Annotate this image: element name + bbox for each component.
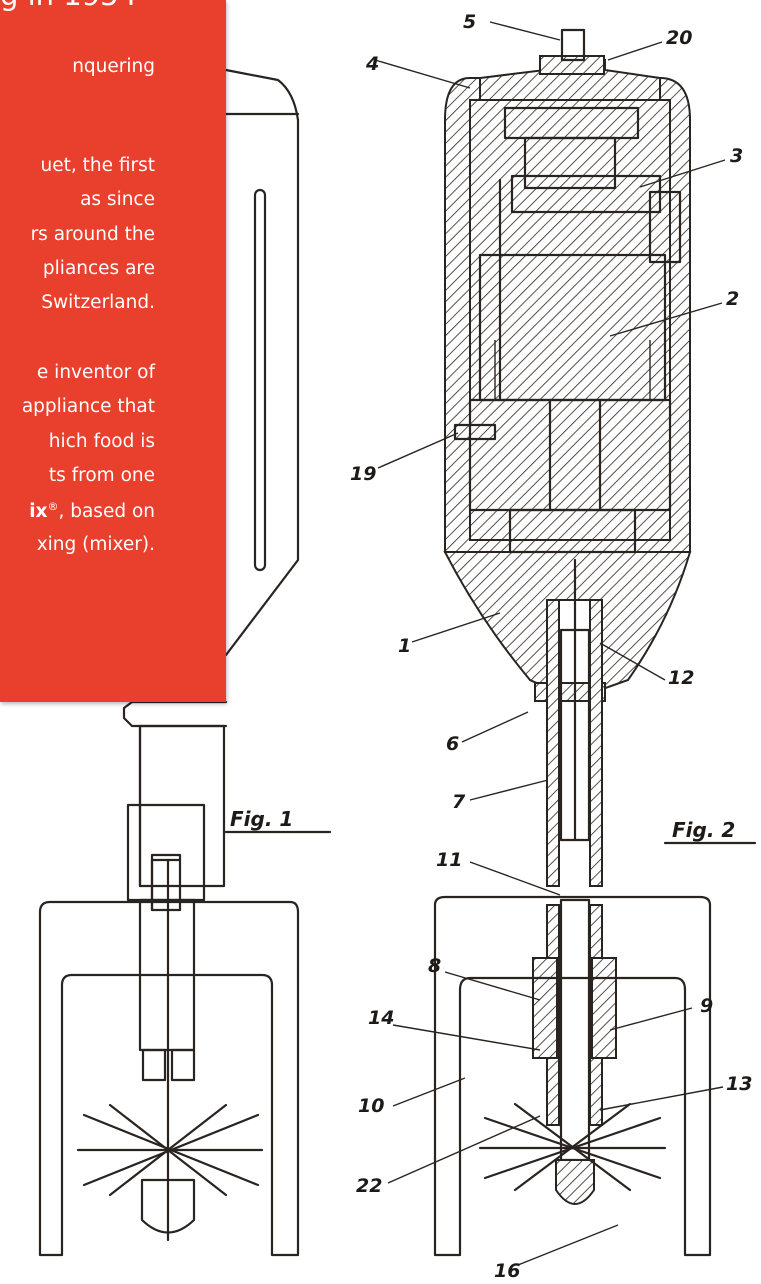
part-number-22: 22 bbox=[356, 1175, 382, 1197]
part-number-3: 3 bbox=[730, 145, 743, 167]
part-number-7: 7 bbox=[452, 791, 466, 813]
part-number-6: 6 bbox=[446, 733, 459, 755]
figure-2: Fig. 2 5 20 4 3 2 19 1 bbox=[350, 11, 757, 1282]
part-number-4: 4 bbox=[365, 53, 379, 75]
part-number-8: 8 bbox=[428, 955, 441, 977]
part-number-19: 19 bbox=[350, 463, 376, 485]
part-number-10: 10 bbox=[358, 1095, 384, 1117]
part-number-16: 16 bbox=[494, 1260, 520, 1282]
fig2-label: Fig. 2 bbox=[672, 818, 735, 842]
panel-line: e inventor of bbox=[36, 362, 155, 383]
part-number-14: 14 bbox=[368, 1007, 394, 1029]
part-number-5: 5 bbox=[463, 11, 476, 33]
panel-line: nquering bbox=[72, 56, 155, 77]
panel-line: hich food is bbox=[48, 431, 155, 452]
panel-line: xing (mixer). bbox=[36, 534, 155, 555]
part-number-20: 20 bbox=[666, 27, 692, 49]
panel-title-fragment: g in 1954 bbox=[0, 0, 137, 12]
panel-line: rs around the bbox=[30, 224, 155, 245]
history-text-panel: g in 1954 nquering uet, the first as sin… bbox=[0, 0, 226, 702]
panel-line: ts from one bbox=[48, 465, 155, 486]
figure-1: Fig. 1 bbox=[38, 68, 332, 1257]
part-number-13: 13 bbox=[726, 1073, 752, 1095]
part-number-9: 9 bbox=[700, 995, 713, 1017]
panel-line: appliance that bbox=[21, 396, 155, 417]
panel-line: ix®, based on bbox=[29, 500, 155, 523]
part-number-12: 12 bbox=[668, 667, 694, 689]
panel-line: pliances are bbox=[42, 258, 155, 279]
panel-line: as since bbox=[80, 189, 155, 210]
panel-line: uet, the first bbox=[40, 155, 155, 176]
part-number-11: 11 bbox=[436, 849, 462, 871]
fig1-label: Fig. 1 bbox=[230, 807, 293, 831]
part-number-1: 1 bbox=[398, 635, 411, 657]
part-number-2: 2 bbox=[726, 288, 739, 310]
panel-line: Switzerland. bbox=[41, 292, 155, 313]
